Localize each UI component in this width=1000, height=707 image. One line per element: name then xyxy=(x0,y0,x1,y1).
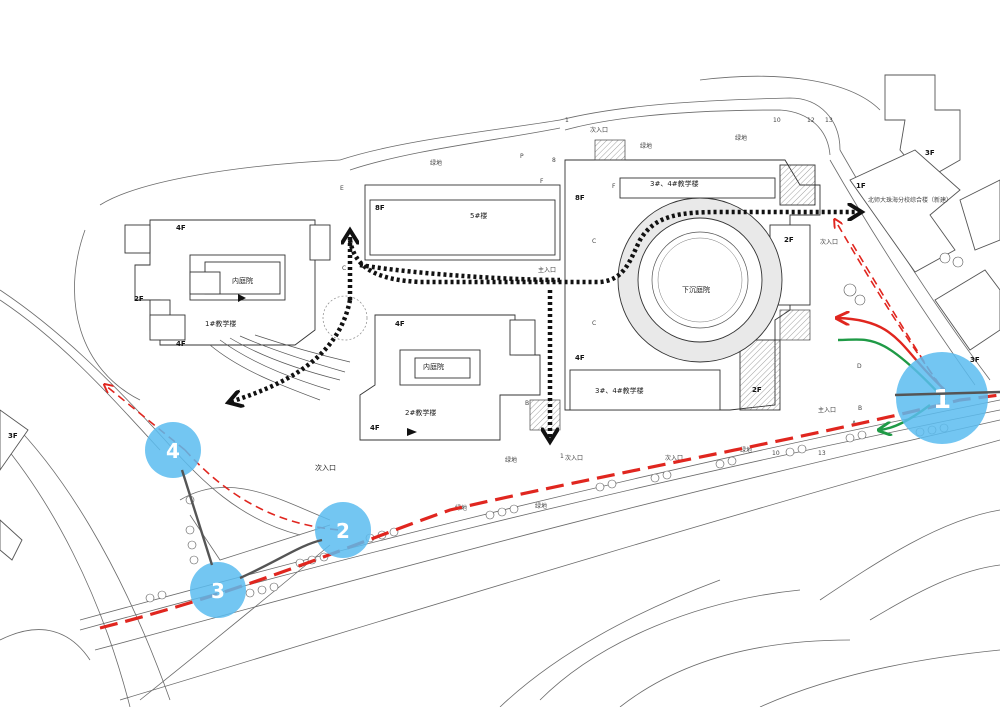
marker-2[interactable]: 2 xyxy=(315,502,371,558)
floor-label: 8F xyxy=(375,204,385,212)
plaza-circle xyxy=(322,295,368,341)
plaza-square xyxy=(529,399,561,431)
number-label: 13 xyxy=(818,450,826,457)
neighbour-floor-labels: 3F 3F 1F 3F xyxy=(8,149,980,440)
marker-circle[interactable] xyxy=(315,502,371,558)
entry-triangle-icon xyxy=(238,294,246,302)
floor-label: 8F xyxy=(575,194,585,202)
floor-label: 4F xyxy=(395,320,405,328)
letter-label: C xyxy=(342,265,346,272)
marker-circle[interactable] xyxy=(896,352,988,444)
letter-label: D xyxy=(857,363,862,370)
letter-label: B xyxy=(525,400,529,407)
entrance-label: 主入口 xyxy=(818,406,836,414)
courtyard-label: 内庭院 xyxy=(423,362,444,371)
building-label: 5#楼 xyxy=(470,211,487,220)
entrance-label: 主入口 xyxy=(538,266,556,274)
pedestrian-flow-paths xyxy=(230,212,860,440)
entrance-label: 次入口 xyxy=(315,463,336,472)
marker-3[interactable]: 3 xyxy=(190,562,246,618)
courtyard-label: 内庭院 xyxy=(232,276,253,285)
floor-label: 3F xyxy=(970,356,980,364)
number-label: 13 xyxy=(825,117,833,124)
letter-label: B xyxy=(858,405,862,412)
building-5 xyxy=(364,184,561,261)
floor-label: 1F xyxy=(856,182,866,190)
entry-triangle-icon xyxy=(407,428,417,436)
greenery-label: 绿地 xyxy=(535,502,547,510)
greenery-label: 绿地 xyxy=(735,134,747,142)
marker-circle[interactable] xyxy=(145,422,201,478)
number-label: 1 xyxy=(560,453,564,460)
floor-label: 4F xyxy=(370,424,380,432)
entrance-label: 次入口 xyxy=(665,454,683,462)
greenery-label: 绿地 xyxy=(430,159,442,167)
number-label: 12 xyxy=(807,117,815,124)
greenery-label: 绿地 xyxy=(505,456,517,464)
neighbour-buildings xyxy=(0,74,1000,561)
number-label: 10 xyxy=(772,450,780,457)
marker-1[interactable]: 1 xyxy=(896,352,988,444)
terrace-steps xyxy=(209,334,351,401)
building-label: 北师大珠海分校综合楼（新建） xyxy=(868,196,952,204)
entrance-label: 次入口 xyxy=(565,454,583,462)
marker-links xyxy=(180,390,1000,580)
floor-label: 4F xyxy=(176,340,186,348)
floor-label: 2F xyxy=(134,295,144,303)
letter-label: F xyxy=(612,183,616,190)
building-label: 3#、4#教学楼 xyxy=(650,179,699,188)
greenery-label: 绿地 xyxy=(640,142,652,150)
letter-label: C xyxy=(592,320,596,327)
teaching-building-2 xyxy=(359,314,541,441)
floor-label: 2F xyxy=(752,386,762,394)
floor-label: 3F xyxy=(8,432,18,440)
marker-number: 1 xyxy=(933,385,951,415)
letter-label: F xyxy=(540,178,544,185)
floor-label: 2F xyxy=(784,236,794,244)
plaza-square xyxy=(779,309,811,341)
building-label: 2#教学楼 xyxy=(405,408,436,417)
floor-label: 4F xyxy=(575,354,585,362)
number-label: 1 xyxy=(565,117,569,124)
letter-label: P xyxy=(520,153,524,160)
marker-number: 3 xyxy=(211,579,225,603)
teaching-building-1 xyxy=(124,219,331,346)
marker-number: 2 xyxy=(336,519,350,543)
plaza-square xyxy=(594,139,626,161)
courtyard-label: 下沉庭院 xyxy=(682,285,710,294)
building-label: 3#、4#教学楼 xyxy=(595,386,644,395)
floor-label: 3F xyxy=(925,149,935,157)
letter-label: E xyxy=(340,185,344,192)
entrance-label: 次入口 xyxy=(820,238,838,246)
letter-label: C xyxy=(592,238,596,245)
number-label: 8 xyxy=(552,157,556,164)
sunken-courtyard xyxy=(617,197,783,363)
building-label: 1#教学楼 xyxy=(205,319,236,328)
map-annotations: 次入口 次入口 次入口 次入口 次入口 主入口 主入口 北师大珠海分校综合楼（新… xyxy=(315,117,952,512)
marker-number: 4 xyxy=(166,439,180,463)
marker-circle[interactable] xyxy=(190,562,246,618)
number-label: 10 xyxy=(773,117,781,124)
floor-label: 4F xyxy=(176,224,186,232)
marker-4[interactable]: 4 xyxy=(145,422,201,478)
entrance-label: 次入口 xyxy=(590,126,608,134)
greenery-label: 绿地 xyxy=(740,446,752,454)
